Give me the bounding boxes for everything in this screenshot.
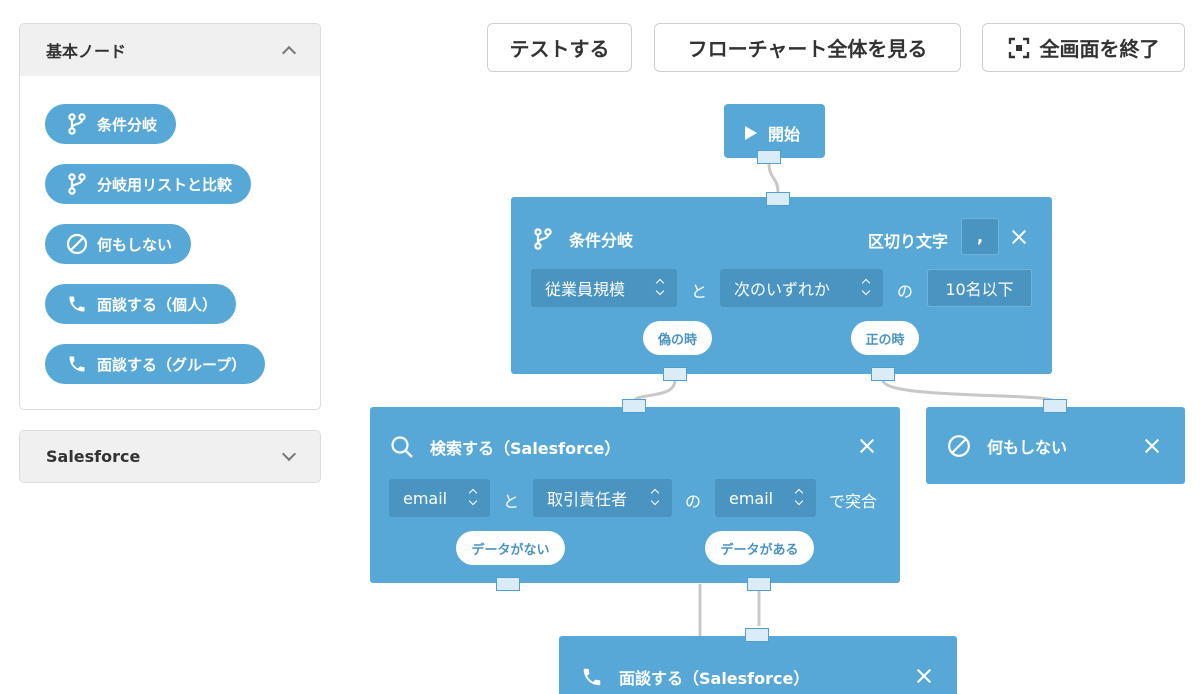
false-branch-text: 偽の時 [657, 332, 697, 348]
do-nothing-close-icon[interactable] [1142, 436, 1162, 456]
true-output-port[interactable] [871, 367, 895, 381]
salesforce-panel: Salesforce [19, 430, 321, 483]
branch-icon [66, 173, 88, 195]
palette-item-label: 分岐用リストと比較 [97, 175, 233, 194]
branch-icon [66, 113, 88, 135]
test-button[interactable]: テストする [487, 23, 632, 72]
prohibit-icon [66, 233, 88, 255]
palette-item-interview-individual[interactable]: 面談する（個人） [45, 284, 237, 324]
interview-node-title: 面談する（Salesforce） [619, 669, 810, 688]
false-branch-label[interactable]: 偽の時 [643, 321, 712, 355]
salesforce-title: Salesforce [46, 447, 141, 466]
palette-item-label: 面談する（グループ） [97, 355, 247, 374]
palette-item-label: 何もしない [97, 235, 173, 254]
false-output-port[interactable] [663, 367, 687, 381]
prohibit-icon [947, 434, 971, 458]
basic-nodes-header[interactable]: 基本ノード [20, 24, 320, 76]
updown-icon [861, 280, 871, 296]
do-nothing-node[interactable]: 何もしない [926, 407, 1185, 484]
exit-fullscreen-label: 全画面を終了 [1039, 37, 1160, 61]
condition-field-select[interactable]: 従業員規模 [531, 269, 677, 307]
no-data-output-port[interactable] [496, 577, 520, 591]
delimiter-value: , [976, 227, 984, 246]
palette-item-do-nothing[interactable]: 何もしない [45, 224, 192, 264]
chevron-down-icon[interactable] [281, 446, 297, 461]
has-data-output-port[interactable] [747, 577, 771, 591]
phone-icon [581, 666, 603, 688]
start-node[interactable]: 開始 [724, 104, 825, 158]
branch-icon [533, 228, 553, 250]
do-nothing-title: 何もしない [987, 438, 1068, 457]
search-close-icon[interactable] [857, 436, 877, 456]
condition-value-input[interactable]: 10名以下 [927, 269, 1032, 307]
start-node-label: 開始 [768, 125, 801, 144]
search-node[interactable]: 検索する（Salesforce） email と 取引責任者 の email で… [370, 407, 900, 583]
condition-node-title: 条件分岐 [569, 231, 634, 250]
phone-icon [66, 293, 88, 315]
updown-icon [794, 490, 804, 506]
has-data-branch-label[interactable]: データがある [705, 531, 814, 565]
interview-close-icon[interactable] [914, 666, 934, 686]
palette-item-label: 面談する（個人） [97, 295, 218, 314]
updown-icon [650, 490, 660, 506]
play-icon [744, 125, 758, 141]
start-output-port[interactable] [757, 150, 781, 164]
has-data-branch-text: データがある [720, 542, 799, 558]
exit-fullscreen-icon [1008, 37, 1030, 59]
condition-close-icon[interactable] [1009, 227, 1029, 247]
delimiter-label: 区切り文字 [868, 232, 949, 251]
delimiter-input[interactable]: , [961, 218, 999, 255]
match-suffix: で突合 [829, 492, 878, 511]
chevron-up-icon[interactable] [281, 45, 297, 61]
nothing-input-port[interactable] [1043, 399, 1067, 413]
no-data-branch-text: データがない [471, 542, 550, 558]
condition-value: 10名以下 [945, 280, 1014, 299]
true-branch-label[interactable]: 正の時 [851, 321, 919, 355]
interview-input-port[interactable] [745, 628, 769, 642]
no-data-branch-label[interactable]: データがない [456, 531, 565, 565]
palette-item-list-compare[interactable]: 分岐用リストと比較 [45, 164, 252, 204]
condition-field-value: 従業員規模 [545, 280, 626, 299]
node-palette: 条件分岐 分岐用リストと比較 何もしない 面談する（個人） [20, 76, 320, 404]
search-field2-value: email [729, 488, 774, 508]
search-field1-select[interactable]: email [389, 479, 490, 517]
interview-salesforce-node[interactable]: 面談する（Salesforce） [559, 636, 957, 694]
search-field2-select[interactable]: email [715, 479, 816, 517]
conjunction-no: の [897, 282, 914, 301]
conjunction-no: の [685, 492, 702, 511]
condition-input-port[interactable] [766, 192, 790, 206]
view-whole-flowchart-button[interactable]: フローチャート全体を見る [654, 23, 961, 72]
conjunction-to: と [503, 492, 520, 511]
test-button-label: テストする [509, 37, 610, 61]
updown-icon [655, 280, 665, 296]
updown-icon [468, 490, 478, 506]
true-branch-text: 正の時 [865, 332, 905, 348]
view-whole-flowchart-label: フローチャート全体を見る [687, 37, 928, 61]
search-object-select[interactable]: 取引責任者 [533, 479, 672, 517]
palette-item-condition[interactable]: 条件分岐 [45, 104, 177, 144]
search-object-value: 取引責任者 [547, 490, 628, 509]
search-input-port[interactable] [622, 399, 646, 413]
palette-item-label: 条件分岐 [97, 115, 158, 134]
conjunction-to: と [691, 282, 708, 301]
phone-icon [66, 353, 88, 375]
condition-operator-value: 次のいずれか [734, 280, 831, 299]
condition-node[interactable]: 条件分岐 区切り文字 , 従業員規模 と 次のいずれか の 10名以下 偽の時 … [511, 197, 1052, 374]
exit-fullscreen-button[interactable]: 全画面を終了 [982, 23, 1185, 72]
salesforce-header[interactable]: Salesforce [20, 431, 320, 482]
search-field1-value: email [403, 488, 448, 508]
condition-operator-select[interactable]: 次のいずれか [720, 269, 883, 307]
basic-nodes-title: 基本ノード [46, 42, 127, 61]
palette-item-interview-group[interactable]: 面談する（グループ） [45, 344, 266, 384]
basic-nodes-panel: 基本ノード 条件分岐 分岐用リストと比較 何もしない [19, 23, 321, 410]
search-node-title: 検索する（Salesforce） [430, 439, 621, 458]
search-icon [390, 435, 414, 459]
